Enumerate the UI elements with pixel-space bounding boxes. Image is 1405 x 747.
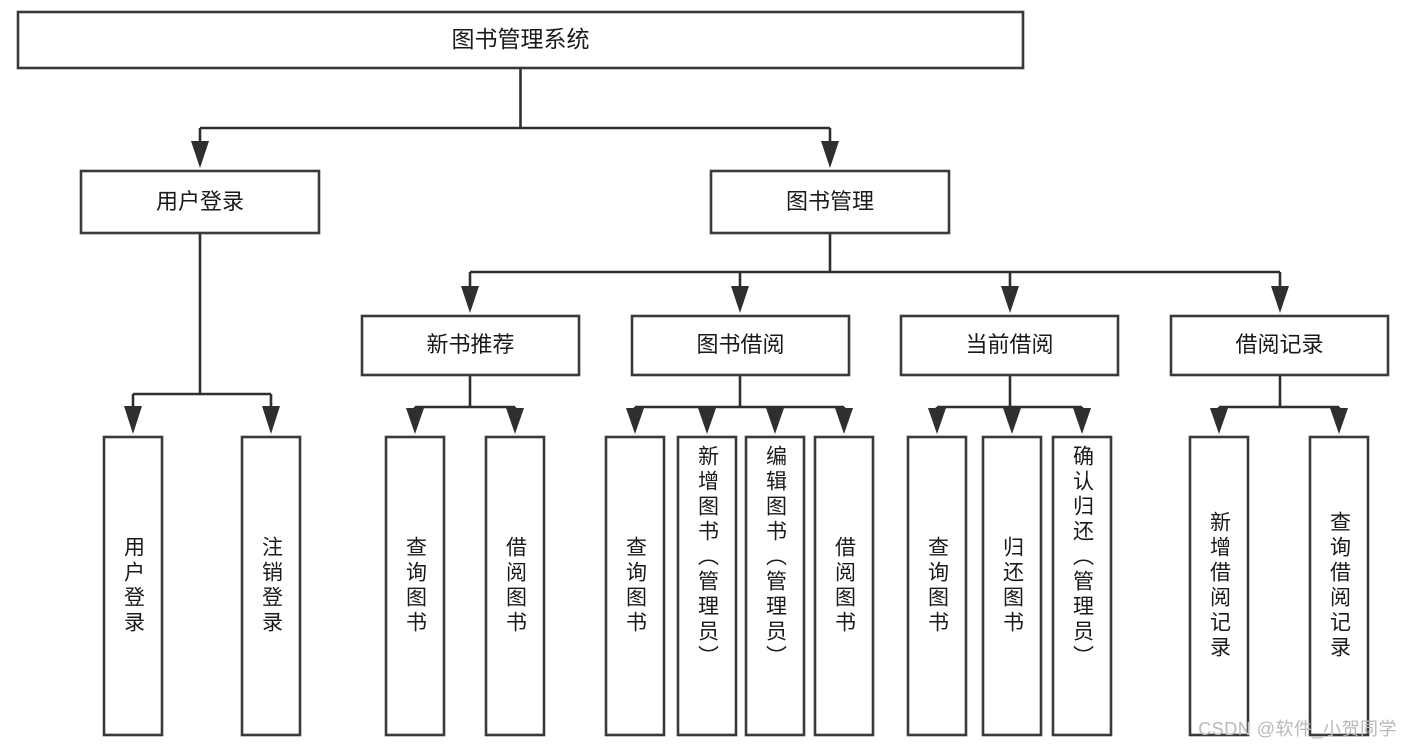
node-book-borrow-rect[interactable] (630, 314, 851, 377)
node-new-book-recommend[interactable]: 新书推荐 (360, 314, 581, 377)
leaf-query-book-1-rect[interactable] (384, 435, 446, 737)
node-current-borrow-label: 当前借阅 (965, 332, 1053, 357)
leaf-node-group (102, 435, 1370, 737)
arrow-head-leaf-logout (262, 406, 280, 434)
csdn-watermark: CSDN @软件_小贺同学 (1198, 719, 1397, 739)
arrow-head-leaf-edit-book (766, 408, 784, 434)
leaf-logout-rect[interactable] (240, 435, 302, 737)
node-root[interactable]: 图书管理系统 (16, 10, 1025, 70)
node-book-manage-label: 图书管理 (786, 189, 874, 214)
connector-group-borrow-record-leaves (1210, 375, 1348, 434)
node-user-login[interactable]: 用户登录 (79, 169, 321, 235)
connector-group-new-book-recommend-leaves (406, 375, 524, 434)
connector-group-root (191, 68, 839, 168)
leaf-borrow-book-1-rect[interactable] (484, 435, 546, 737)
connector-group-user-login-leaves (124, 233, 280, 434)
leaf-query-book-2-rect[interactable] (604, 435, 666, 737)
node-book-borrow[interactable]: 图书借阅 (630, 314, 851, 377)
arrow-head-borrow-record (1271, 286, 1289, 313)
node-borrow-record[interactable]: 借阅记录 (1169, 314, 1390, 377)
arrow-head-leaf-confirm-return (1073, 408, 1091, 434)
arrow-head-leaf-query-book-1 (406, 408, 424, 434)
node-book-manage[interactable]: 图书管理 (709, 169, 951, 235)
node-book-manage-rect[interactable] (709, 169, 951, 235)
arrow-head-book-borrow (731, 286, 749, 313)
leaf-query-book-3-rect[interactable] (906, 435, 968, 737)
arrow-head-leaf-return-book (1003, 408, 1021, 434)
arrow-head-leaf-query-book-2 (626, 408, 644, 434)
node-user-login-rect[interactable] (79, 169, 321, 235)
arrow-head-leaf-add-record (1210, 408, 1228, 434)
arrow-head-leaf-user-login (124, 406, 142, 434)
arrow-head-leaf-add-book (698, 408, 716, 434)
node-new-book-recommend-label: 新书推荐 (426, 332, 514, 357)
leaf-return-book-rect[interactable] (981, 435, 1043, 737)
leaf-user-login-rect[interactable] (102, 435, 164, 737)
leaf-add-book-rect[interactable] (676, 435, 738, 737)
arrow-head-book-manage (821, 141, 839, 168)
node-root-label: 图书管理系统 (452, 26, 590, 52)
leaf-query-record-rect[interactable] (1308, 435, 1370, 737)
connector-group-book-manage (461, 233, 1289, 313)
leaf-add-record-rect[interactable] (1188, 435, 1250, 737)
arrow-head-leaf-query-book-3 (928, 408, 946, 434)
node-user-login-label: 用户登录 (156, 189, 244, 214)
leaf-borrow-book-2-rect[interactable] (813, 435, 875, 737)
node-book-borrow-label: 图书借阅 (696, 332, 784, 357)
arrow-head-leaf-query-record (1330, 408, 1348, 434)
leaf-confirm-return-rect[interactable] (1051, 435, 1113, 737)
node-current-borrow[interactable]: 当前借阅 (899, 314, 1120, 377)
node-borrow-record-label: 借阅记录 (1235, 332, 1323, 357)
node-new-book-recommend-rect[interactable] (360, 314, 581, 377)
node-current-borrow-rect[interactable] (899, 314, 1120, 377)
node-root-rect[interactable] (16, 10, 1025, 70)
arrow-head-current-borrow (1001, 286, 1019, 313)
arrow-head-leaf-borrow-book-1 (506, 408, 524, 434)
arrow-head-leaf-borrow-book-2 (835, 408, 853, 434)
arrow-head-new-book-recommend (461, 286, 479, 313)
connector-group-current-borrow-leaves (928, 375, 1091, 434)
arrow-head-user-login (191, 141, 209, 168)
connector-group-book-borrow-leaves (626, 375, 853, 434)
leaf-edit-book-rect[interactable] (744, 435, 806, 737)
node-borrow-record-rect[interactable] (1169, 314, 1390, 377)
